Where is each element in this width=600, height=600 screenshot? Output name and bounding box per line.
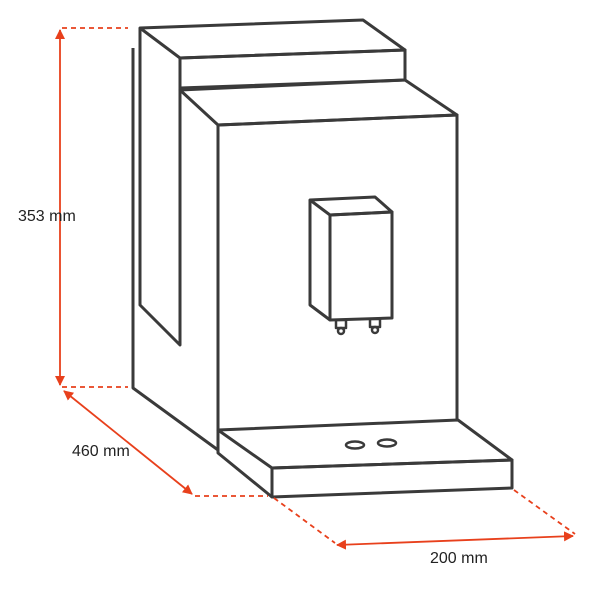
machine-outline: [131, 18, 514, 499]
width-arrow: [336, 531, 574, 550]
tank-panel: [138, 28, 182, 347]
width-extension-right: [513, 489, 576, 535]
tray-front: [270, 458, 514, 499]
spout-front: [328, 210, 394, 322]
tray-hole: [344, 440, 366, 450]
dimension-lines: [55, 27, 576, 550]
spout-side: [308, 200, 331, 322]
back-left-edge: [131, 48, 219, 452]
tray-hole: [376, 438, 398, 448]
depth-label: 460 mm: [72, 443, 130, 460]
width-extension-left: [273, 497, 336, 544]
depth-arrow: [63, 390, 193, 495]
body-front-face: [216, 113, 459, 430]
body-top-face: [178, 78, 459, 127]
tray-side: [216, 430, 273, 499]
width-label: 200 mm: [430, 550, 488, 567]
nozzles: [334, 317, 382, 336]
height-label: 353 mm: [18, 208, 76, 225]
